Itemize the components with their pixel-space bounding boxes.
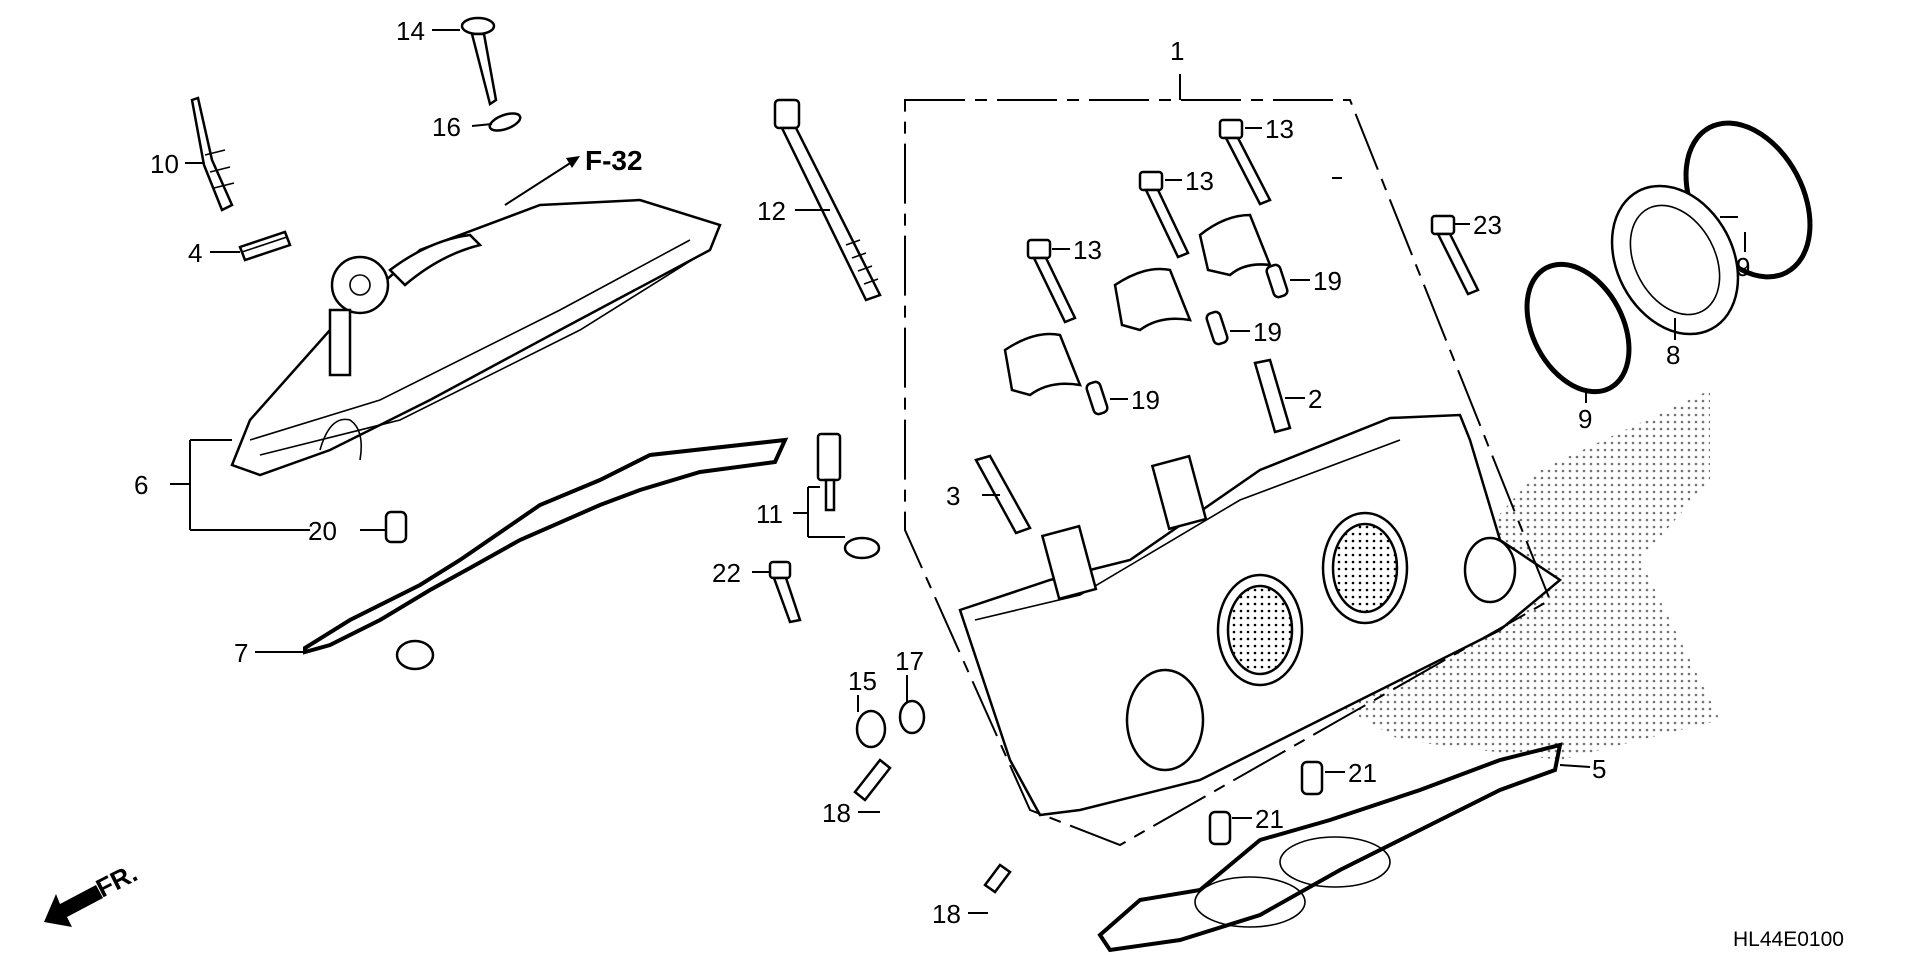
rubber-mount[interactable] <box>488 110 523 134</box>
dowel-pin-19b[interactable] <box>1205 310 1229 346</box>
front-arrow-icon <box>44 885 103 927</box>
insulator[interactable] <box>1587 164 1763 356</box>
callout-14[interactable]: 14 <box>396 16 425 46</box>
gasket-bore <box>1194 876 1306 928</box>
callout-20[interactable]: 20 <box>308 516 337 546</box>
reference-label: F-32 <box>585 145 643 176</box>
callout-22[interactable]: 22 <box>712 558 741 588</box>
hose-band-9b[interactable] <box>1506 247 1649 409</box>
stud-bolt-18a[interactable] <box>853 758 892 802</box>
callout-13b[interactable]: 13 <box>1185 166 1214 196</box>
cam-holder <box>1003 332 1082 397</box>
reference-arrow <box>504 159 576 206</box>
special-bolt[interactable] <box>460 16 498 107</box>
callout-21a[interactable]: 21 <box>1348 758 1377 788</box>
spark-plug[interactable] <box>190 96 235 212</box>
front-direction-indicator: FR. <box>44 858 142 927</box>
callout-7[interactable]: 7 <box>234 638 248 668</box>
callout-19a[interactable]: 19 <box>1313 266 1342 296</box>
temperature-sensor[interactable] <box>816 432 881 560</box>
dowel-pin-21b[interactable] <box>1208 810 1232 846</box>
callout-13c[interactable]: 13 <box>1073 235 1102 265</box>
stud-bolt-12[interactable] <box>773 98 882 302</box>
callout-11[interactable]: 11 <box>756 499 783 529</box>
dowel-pin-20[interactable] <box>384 510 408 544</box>
valve-guide-2[interactable] <box>1253 358 1292 434</box>
sealing-washer[interactable] <box>898 699 926 735</box>
callout-10[interactable]: 10 <box>150 149 179 179</box>
callout-17[interactable]: 17 <box>895 646 924 676</box>
gasket-bore <box>1279 836 1391 888</box>
callout-9b[interactable]: 9 <box>1578 404 1592 434</box>
dowel-pin-19a[interactable] <box>1265 263 1289 299</box>
flange-bolt-22[interactable] <box>768 560 802 624</box>
callout-5[interactable]: 5 <box>1592 754 1606 784</box>
callout-12[interactable]: 12 <box>757 196 786 226</box>
callout-9a[interactable]: 9 <box>1736 252 1750 282</box>
diagram-code: HL44E0100 <box>1733 928 1844 951</box>
callout-6[interactable]: 6 <box>134 470 148 500</box>
stud-bolt-18b[interactable] <box>983 863 1012 894</box>
callout-15[interactable]: 15 <box>848 666 877 696</box>
flange-bolt-13a[interactable] <box>1218 118 1272 206</box>
sealing-bolt[interactable] <box>855 709 887 749</box>
callout-16[interactable]: 16 <box>432 112 461 142</box>
dowel-pin-21a[interactable] <box>1300 760 1324 796</box>
head-cover-gasket[interactable] <box>303 437 789 655</box>
callout-3[interactable]: 3 <box>946 481 960 511</box>
callout-8[interactable]: 8 <box>1666 340 1680 370</box>
valve-guide-3[interactable] <box>974 454 1032 535</box>
callout-23[interactable]: 23 <box>1473 210 1502 240</box>
cam-holder <box>1198 213 1272 277</box>
callout-4[interactable]: 4 <box>188 238 202 268</box>
assembly-bracket-1 <box>904 99 1552 847</box>
spark-plug-seal[interactable] <box>238 230 292 262</box>
callout-18a[interactable]: 18 <box>822 798 851 828</box>
callout-19b[interactable]: 19 <box>1253 317 1282 347</box>
cylinder-head-cover[interactable] <box>230 198 722 477</box>
callout-21b[interactable]: 21 <box>1255 804 1284 834</box>
callout-2[interactable]: 2 <box>1308 384 1322 414</box>
flange-bolt-13c[interactable] <box>1026 238 1077 324</box>
cylinder-head-gasket[interactable] <box>1097 742 1563 953</box>
cylinder-head[interactable] <box>958 413 1563 817</box>
reference-arrow-head <box>566 156 580 168</box>
callout-19c[interactable]: 19 <box>1131 385 1160 415</box>
callout-18b[interactable]: 18 <box>932 899 961 929</box>
callout-1[interactable]: 1 <box>1170 36 1184 66</box>
gasket-tab <box>395 639 435 671</box>
flange-bolt-13b[interactable] <box>1138 170 1190 259</box>
cam-holder <box>1113 267 1192 332</box>
flange-bolt-23[interactable] <box>1430 214 1480 296</box>
callout-13a[interactable]: 13 <box>1265 114 1294 144</box>
leader-lines <box>170 29 1746 914</box>
dowel-pin-19c[interactable] <box>1085 380 1109 416</box>
